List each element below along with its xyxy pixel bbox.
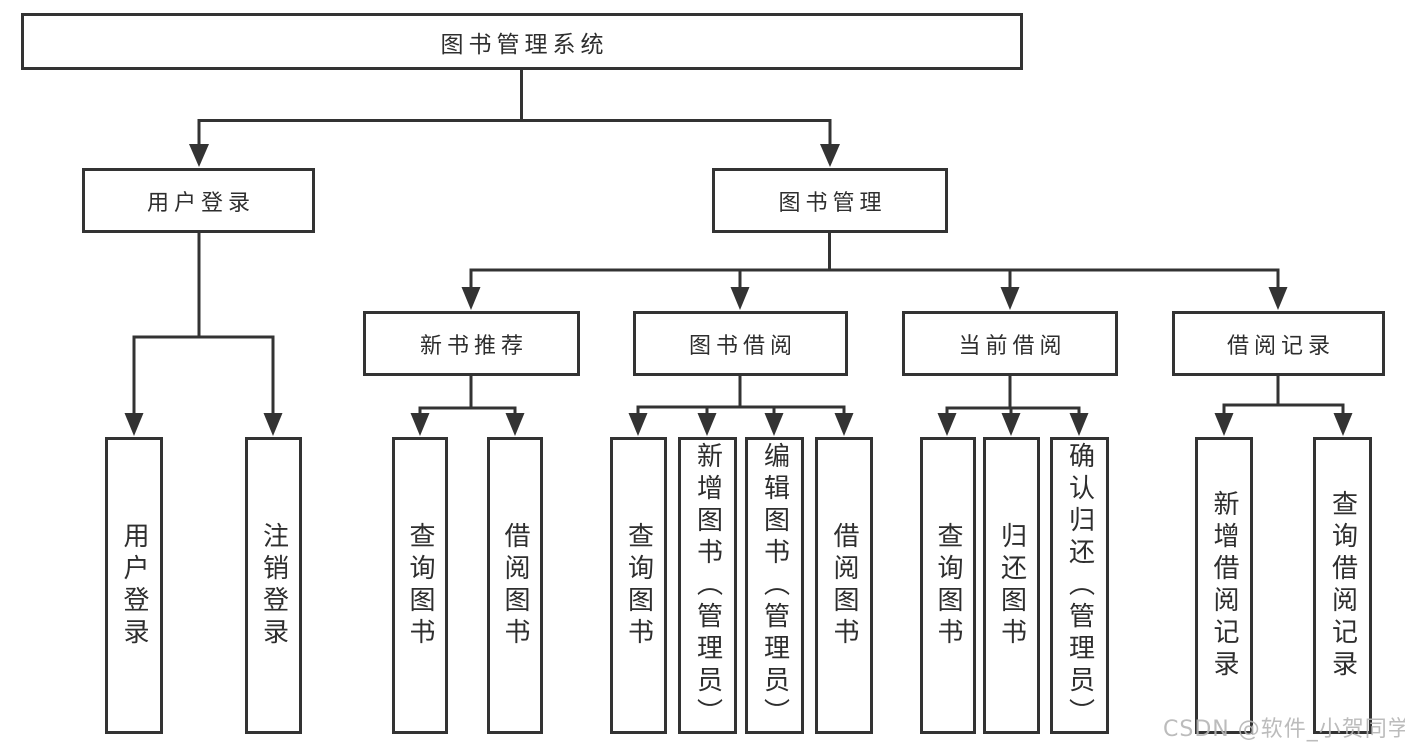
watermark-text: CSDN @软件_小贺同学 <box>1163 717 1405 742</box>
leaf-query-books-current: 查询图书 <box>920 437 976 734</box>
node-book-management: 图书管理 <box>712 168 948 233</box>
node-book-borrow: 图书借阅 <box>633 311 848 376</box>
leaf-query-borrow-record: 查询借阅记录 <box>1313 437 1372 734</box>
node-user-login: 用户登录 <box>82 168 315 233</box>
leaf-query-books-borrow: 查询图书 <box>610 437 667 734</box>
leaf-add-book-admin: 新增图书（管理员） <box>678 437 737 734</box>
leaf-logout: 注销登录 <box>245 437 302 734</box>
node-new-book-recommend: 新书推荐 <box>363 311 580 376</box>
leaf-return-book: 归还图书 <box>983 437 1040 734</box>
leaf-borrow-books-borrow: 借阅图书 <box>815 437 873 734</box>
node-borrow-records: 借阅记录 <box>1172 311 1385 376</box>
leaf-query-books-recommend: 查询图书 <box>392 437 448 734</box>
leaf-user-login: 用户登录 <box>105 437 163 734</box>
node-current-borrow: 当前借阅 <box>902 311 1118 376</box>
leaf-add-borrow-record: 新增借阅记录 <box>1195 437 1253 734</box>
leaf-edit-book-admin: 编辑图书（管理员） <box>745 437 804 734</box>
leaf-borrow-books-recommend: 借阅图书 <box>487 437 543 734</box>
node-system-root: 图书管理系统 <box>21 13 1023 70</box>
leaf-confirm-return-admin: 确认归还（管理员） <box>1050 437 1109 734</box>
